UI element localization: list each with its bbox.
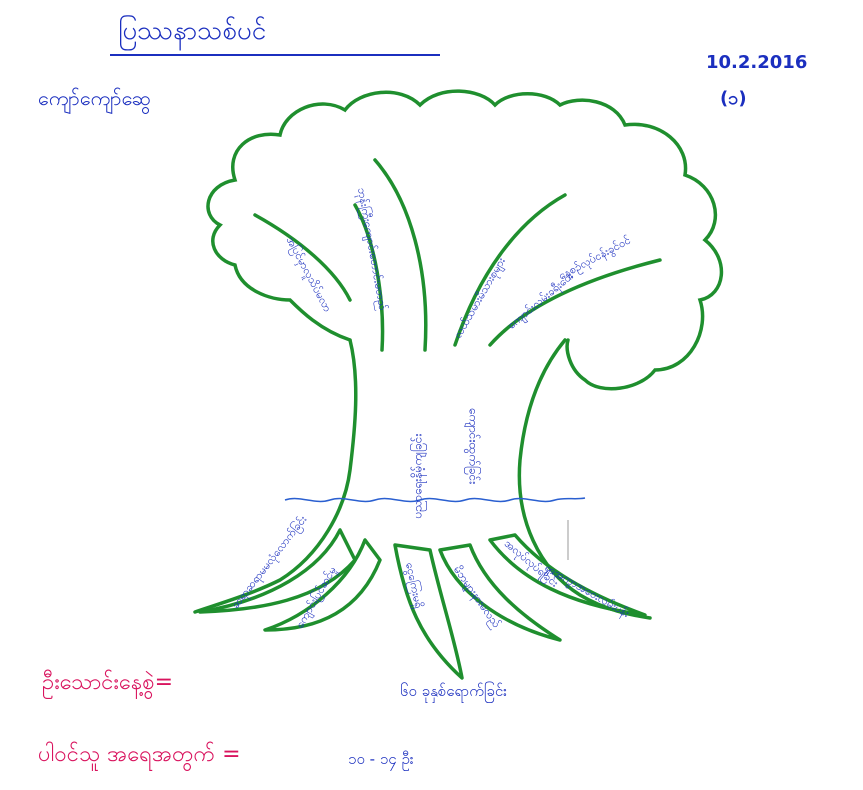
fact-line-1-value: ၆၀ ခုနှစ်ရောက်ခြင်း	[400, 684, 507, 699]
trunk-label-core-problem: ပညာရေးနိမ့်ကျခြင်း	[412, 433, 424, 518]
fact-line-2-value: ၁၀ - ၁၄ ဦး	[348, 752, 414, 767]
trunk-label-dropout: ကျောင်းထွက်ခြင်း	[467, 408, 479, 485]
ground-waterline	[285, 498, 585, 501]
fact-line-2-label: ပါဝင်သူ အရေအတွက် =	[38, 744, 241, 766]
fact-line-1-label: ဦးသောင်းနေ့စွဲ=	[42, 672, 173, 694]
